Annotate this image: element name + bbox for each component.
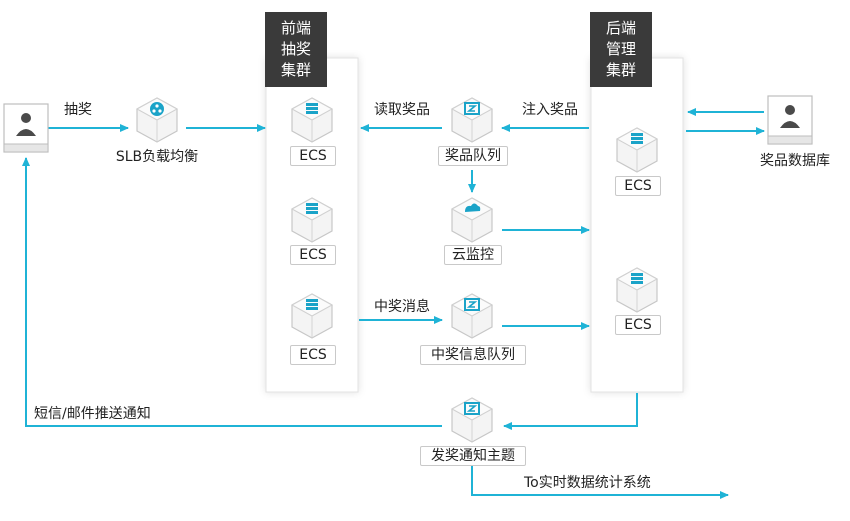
edge-label-topic-user: 短信/邮件推送通知 [34,406,151,422]
edge-label-back-queue: 注入奖品 [522,102,578,118]
ecs-front-3-label: ECS [290,345,336,365]
load-balancer-icon [136,97,178,143]
backend-cluster-panel [590,57,684,393]
ecs-back-1-label: ECS [615,176,661,196]
backend-cluster-title: 后端 管理 集群 [590,12,652,87]
cloud-monitor-label: 云监控 [444,245,502,265]
cloud-monitor-icon [451,197,493,243]
server-stack-icon-front-1 [291,97,333,143]
message-queue-icon-topic [451,397,493,443]
winning-queue-label: 中奖信息队列 [420,345,526,365]
database-user-icon [767,95,813,145]
edge-label-user-slb: 抽奖 [64,102,92,118]
server-stack-icon-back-1 [616,127,658,173]
server-stack-icon-front-2 [291,197,333,243]
message-queue-icon-winning [451,293,493,339]
award-topic-label: 发奖通知主题 [420,446,526,466]
edge-label-front-winning: 中奖消息 [374,299,430,315]
slb-label: SLB负载均衡 [115,149,199,165]
edge-label-queue-front: 读取奖品 [374,102,430,118]
arrow-topic-stats [471,463,729,499]
prize-queue-label: 奖品队列 [438,146,508,166]
edge-label-topic-stats: To实时数据统计系统 [524,475,651,491]
ecs-back-2-label: ECS [615,315,661,335]
server-stack-icon-back-2 [616,267,658,313]
ecs-front-2-label: ECS [290,245,336,265]
user-icon [3,103,49,153]
ecs-front-1-label: ECS [290,146,336,166]
message-queue-icon-prize [451,97,493,143]
arrow-topic-user [22,157,442,427]
frontend-cluster-title: 前端 抽奖 集群 [265,12,327,87]
arrow-back-topic [503,393,638,430]
prize-db-label: 奖品数据库 [760,153,830,169]
server-stack-icon-front-3 [291,293,333,339]
